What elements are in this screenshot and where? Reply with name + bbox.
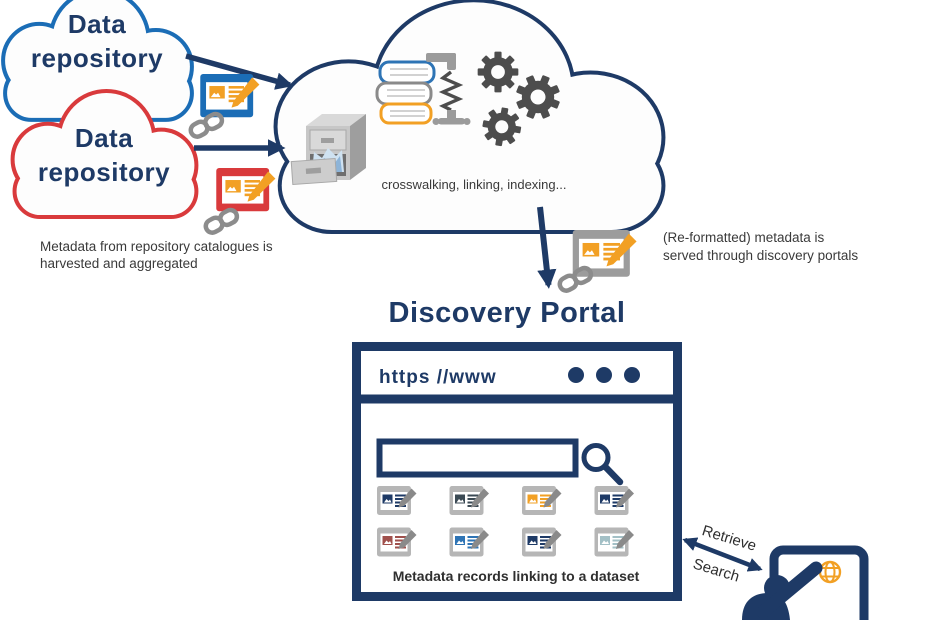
- portal-caption: Metadata records linking to a dataset: [393, 568, 640, 584]
- address-text: https //www: [379, 367, 497, 388]
- books-compress-icon: [375, 53, 471, 125]
- discovery-portal-title: Discovery Portal: [389, 297, 626, 329]
- arrow-blue-repo-to-cloud: [185, 53, 294, 90]
- blue-repo-label-line1: Data: [68, 9, 126, 39]
- metadata-record-icon: [449, 527, 489, 557]
- served-annotation-line2: served through discovery portals: [663, 248, 858, 263]
- aggregation-cloud: crosswalking, linking, indexing...: [278, 2, 662, 230]
- metadata-record-icon-gray: [557, 230, 637, 293]
- window-dots-icon: [568, 367, 640, 383]
- red-repo-label-line2: repository: [38, 157, 170, 187]
- metadata-record-icon: [522, 486, 562, 515]
- user-silhouette-icon: [742, 561, 823, 620]
- harvest-annotation-line1: Metadata from repository catalogues is: [40, 239, 273, 254]
- metadata-record-icon: [594, 486, 634, 515]
- red-repository-cloud: Data repository: [15, 93, 195, 215]
- search-box: [376, 438, 624, 486]
- chain-link-icon: [203, 208, 239, 235]
- red-repo-label-line1: Data: [75, 123, 133, 153]
- metadata-record-icon: [377, 527, 417, 557]
- search-icon: [581, 443, 624, 486]
- served-annotation-line1: (Re-formatted) metadata is: [663, 230, 825, 245]
- browser-window: https //www Metadata records linkin: [352, 342, 682, 601]
- blue-repo-label-line2: repository: [31, 43, 163, 73]
- metadata-record-icon-red: [203, 168, 276, 235]
- file-cabinet-icon: [290, 114, 366, 186]
- metadata-record-icon: [522, 527, 562, 557]
- arrow-cloud-to-portal: [537, 206, 557, 289]
- metadata-record-icon: [377, 486, 417, 515]
- harvest-annotation-line2: harvested and aggregated: [40, 256, 198, 271]
- chain-link-icon: [188, 112, 224, 139]
- address-bar: https //www: [379, 367, 640, 388]
- chain-link-icon: [557, 266, 593, 293]
- metadata-record-icon-blue: [188, 74, 260, 139]
- search-input: [376, 438, 579, 478]
- metadata-record-icon: [449, 486, 489, 515]
- user-at-screen: [742, 545, 869, 620]
- metadata-record-icon: [594, 527, 634, 557]
- blue-repository-cloud: Data repository: [5, 0, 190, 118]
- retrieve-search-arrow: [682, 537, 763, 572]
- aggregation-caption: crosswalking, linking, indexing...: [382, 177, 567, 192]
